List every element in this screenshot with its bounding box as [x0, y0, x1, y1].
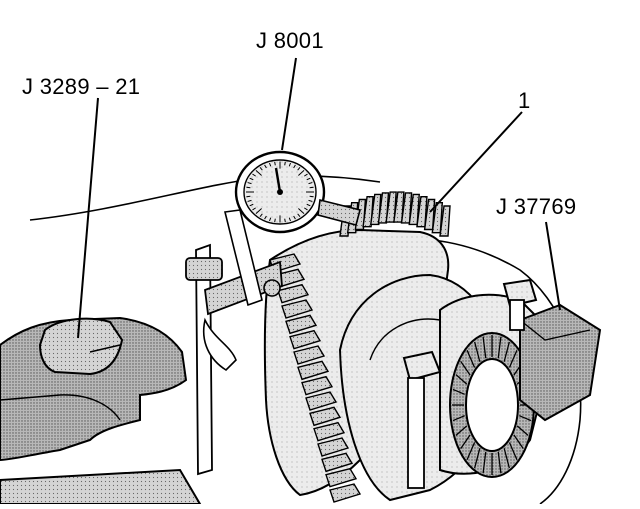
dial-tick [304, 207, 308, 211]
gear-tooth [301, 375, 334, 396]
label-j3289-21: J 3289 – 21 [22, 74, 141, 99]
adjuster-notch [497, 336, 502, 359]
adjuster-notch [455, 425, 468, 436]
dial-tick [259, 213, 263, 217]
label-j37769: J 37769 [496, 194, 577, 219]
gear-tooth [329, 483, 362, 503]
gear-tooth [385, 191, 397, 223]
dial-tick [306, 203, 311, 207]
gear-tooth [305, 391, 338, 411]
dial-tick [259, 167, 263, 171]
dial-tick [306, 177, 311, 181]
gear-tooth [416, 196, 428, 228]
adjuster-notch [474, 448, 481, 469]
dial-tick [264, 215, 267, 220]
dial-tick [255, 208, 262, 214]
gear-tooth [377, 192, 390, 224]
adjuster-notch [519, 415, 532, 422]
dial-tick [297, 167, 301, 171]
gear-tooth [277, 283, 310, 304]
adjuster-notch [503, 341, 510, 362]
dial-tick [308, 182, 313, 185]
gear-tooth [317, 437, 350, 457]
clamp-post-icon [185, 209, 283, 476]
gear-tooth [408, 193, 420, 226]
gear-tooth [285, 314, 318, 335]
adjuster-notch [508, 442, 518, 460]
dial-tick [247, 182, 252, 185]
gear-tooth [423, 198, 436, 231]
adjuster-notch [460, 434, 471, 450]
gear-tooth [321, 452, 354, 473]
adjuster-notch [452, 415, 465, 422]
dial-tick [297, 213, 301, 217]
dial-tick [298, 208, 305, 214]
dial-indicator-icon [234, 150, 361, 234]
dial-tick [309, 186, 314, 189]
adjuster-notch [460, 360, 471, 376]
dial-tick [288, 162, 291, 167]
dial-tick [293, 164, 296, 169]
dial-tick [246, 186, 251, 189]
gear-tooth [400, 192, 413, 224]
adjuster-notch [497, 451, 502, 474]
adjuster-notch [482, 451, 487, 474]
dial-tick [304, 173, 308, 177]
dial-tick [249, 203, 254, 207]
label-item-1: 1 [518, 88, 531, 113]
adjuster-notch [482, 336, 487, 359]
dial-tick [269, 217, 272, 222]
dial-tick [252, 207, 256, 211]
adjuster-notch [466, 350, 476, 368]
dial-tick [255, 170, 262, 176]
gear-tooth [297, 360, 330, 381]
gear-tooth [309, 406, 342, 427]
adjuster-notch [503, 448, 510, 469]
dial-tick [274, 218, 276, 223]
dial-tick [249, 177, 254, 181]
adjuster-notch [466, 442, 476, 460]
adjuster-notch [508, 350, 518, 368]
gear-tooth [439, 205, 451, 237]
gear-tooth [289, 329, 322, 350]
adjuster-notch [513, 434, 524, 450]
dial-tick [284, 218, 286, 223]
dial-tick [247, 199, 252, 202]
gear-tooth [362, 196, 374, 228]
label-j8001: J 8001 [256, 28, 324, 53]
dial-tick [309, 195, 314, 198]
dial-tick [293, 215, 296, 220]
dial-tick [308, 199, 313, 202]
adjuster-notch [455, 374, 468, 385]
gear-tooth [281, 299, 314, 319]
dial-tick [288, 217, 291, 222]
dial-tick [252, 173, 256, 177]
spreader-tool-plate [519, 303, 602, 422]
adjuster-notch [516, 425, 529, 436]
holder-tool-body [0, 316, 202, 505]
dial-tick [246, 195, 251, 198]
dial-tick [284, 161, 286, 166]
gear-tooth [313, 421, 346, 442]
gear-tooth [325, 467, 358, 488]
dial-tick [264, 164, 267, 169]
adjuster-notch [452, 388, 465, 395]
bolt-icon [402, 278, 538, 489]
dial-tick [274, 161, 276, 166]
dial-tick [298, 170, 305, 176]
leader-lines [77, 57, 561, 339]
gear-tooth [431, 201, 444, 234]
adjuster-notch [474, 341, 481, 362]
gear-tooth [293, 345, 326, 365]
gear-tooth [393, 191, 405, 223]
gear-tooth [369, 193, 382, 226]
dial-tick [269, 162, 272, 167]
